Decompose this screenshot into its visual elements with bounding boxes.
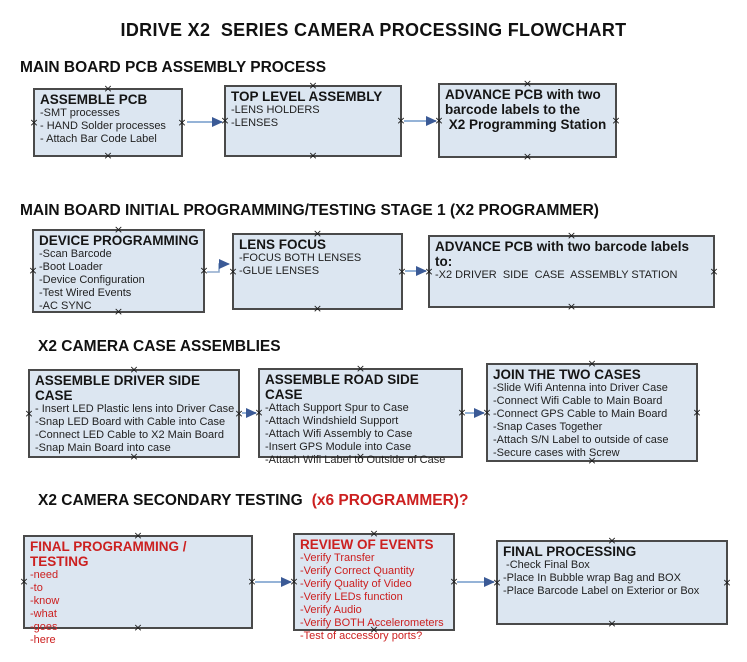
box-title: ASSEMBLE ROAD SIDE CASE xyxy=(265,372,423,402)
box-title: ASSEMBLE PCB xyxy=(40,92,148,107)
box-item: -know xyxy=(30,595,60,607)
box-item: -Check Final Box xyxy=(503,559,590,571)
box-item: -Verify Audio xyxy=(300,604,362,616)
box-item: -Slide Wifi Antenna into Driver Case xyxy=(493,382,668,394)
box-item: -Attach Wifi Label to Outside of Case xyxy=(265,454,446,466)
box-item: -GLUE LENSES xyxy=(239,265,320,277)
flow-box-advance-pcb-driver-side-station[interactable]: ADVANCE PCB with two barcode labels to: … xyxy=(428,235,715,308)
flow-box-assemble-pcb[interactable]: ASSEMBLE PCB -SMT processes - HAND Solde… xyxy=(33,88,183,157)
box-item: -Test of accessory ports? xyxy=(300,630,423,642)
box-item: -Verify Correct Quantity xyxy=(300,565,415,577)
box-item: -Verify BOTH Accelerometers xyxy=(300,617,444,629)
box-item: - Attach Bar Code Label xyxy=(40,133,157,145)
box-item: -SMT processes xyxy=(40,107,120,119)
box-item: -to xyxy=(30,582,43,594)
flow-box-review-of-events[interactable]: REVIEW OF EVENTS -Verify Transfer -Verif… xyxy=(293,533,455,642)
box-title: LENS FOCUS xyxy=(239,237,327,252)
box-item: -Snap Main Board into case xyxy=(35,442,171,454)
box-item: -Device Configuration xyxy=(39,274,145,286)
box-item: -Boot Loader xyxy=(39,261,103,273)
section-heading-initial-programming: MAIN BOARD INITIAL PROGRAMMING/TESTING S… xyxy=(20,202,599,219)
box-title: FINAL PROCESSING xyxy=(503,544,637,559)
box-item: -Verify Quality of Video xyxy=(300,578,412,590)
flow-box-assemble-road-side-case[interactable]: ASSEMBLE ROAD SIDE CASE -Attach Support … xyxy=(258,368,463,466)
box-item: -here xyxy=(30,634,56,646)
flow-box-advance-pcb-programming-station[interactable]: ADVANCE PCB with two barcode labels to t… xyxy=(438,83,617,158)
box-item: -Connect LED Cable to X2 Main Board xyxy=(35,429,224,441)
box-item: -Connect GPS Cable to Main Board xyxy=(493,408,668,420)
box-item: -what xyxy=(30,608,57,620)
box-item: -FOCUS BOTH LENSES xyxy=(239,252,362,264)
flow-box-final-programming-testing[interactable]: FINAL PROGRAMMING / TESTING -need -to -k… xyxy=(23,535,253,646)
section-heading-secondary-testing: X2 CAMERA SECONDARY TESTING (x6 PROGRAMME… xyxy=(38,492,468,510)
flow-box-join-the-two-cases[interactable]: JOIN THE TWO CASES -Slide Wifi Antenna i… xyxy=(486,363,698,462)
section-heading-pcb-assembly: MAIN BOARD PCB ASSEMBLY PROCESS xyxy=(20,59,327,76)
section-heading-case-assemblies: X2 CAMERA CASE ASSEMBLIES xyxy=(38,338,281,355)
flow-box-lens-focus[interactable]: LENS FOCUS -FOCUS BOTH LENSES -GLUE LENS… xyxy=(232,233,403,310)
connector-elbow-device-to-lensfocus xyxy=(207,259,230,273)
box-item: -LENSES xyxy=(231,117,279,129)
flow-box-assemble-driver-side-case[interactable]: ASSEMBLE DRIVER SIDE CASE - Insert LED P… xyxy=(28,369,240,458)
box-item: -Scan Barcode xyxy=(39,248,112,260)
box-item: -Snap LED Board with Cable into Case xyxy=(35,416,226,428)
box-item: -X2 DRIVER SIDE CASE ASSEMBLY STATION xyxy=(435,269,678,281)
box-item: -Attach S/N Label to outside of case xyxy=(493,434,669,446)
box-item: -Attach Windshield Support xyxy=(265,415,399,427)
flow-box-final-processing[interactable]: FINAL PROCESSING -Check Final Box -Place… xyxy=(496,540,728,625)
flowchart-title: IDRIVE X2 SERIES CAMERA PROCESSING FLOWC… xyxy=(120,20,627,40)
box-item: -Connect Wifi Cable to Main Board xyxy=(493,395,663,407)
box-item: -Place Barcode Label on Exterior or Box xyxy=(503,585,700,597)
section-heading-black-part: X2 CAMERA SECONDARY TESTING xyxy=(38,492,303,509)
box-title: TOP LEVEL ASSEMBLY xyxy=(231,89,383,104)
box-item: -Verify LEDs function xyxy=(300,591,403,603)
box-item: -need xyxy=(30,569,59,581)
box-title: ADVANCE PCB with two barcode labels to: xyxy=(435,239,693,269)
box-item: -Insert GPS Module into Case xyxy=(265,441,412,453)
box-title: REVIEW OF EVENTS xyxy=(300,537,434,552)
section-heading-red-part: (x6 PROGRAMMER)? xyxy=(311,492,469,509)
box-title: ASSEMBLE DRIVER SIDE CASE xyxy=(35,373,204,403)
box-title: ADVANCE PCB with two barcode labels to t… xyxy=(445,87,607,132)
box-item: -Snap Cases Together xyxy=(493,421,603,433)
flow-box-device-programming[interactable]: DEVICE PROGRAMMING -Scan Barcode -Boot L… xyxy=(32,229,205,313)
box-title: JOIN THE TWO CASES xyxy=(493,367,641,382)
box-item: - HAND Solder processes xyxy=(40,120,166,132)
box-item: -Secure cases with Screw xyxy=(493,447,620,459)
flow-box-top-level-assembly[interactable]: TOP LEVEL ASSEMBLY -LENS HOLDERS -LENSES xyxy=(224,85,402,157)
box-title: FINAL PROGRAMMING / TESTING xyxy=(30,539,191,569)
box-item: -goes xyxy=(30,621,58,633)
box-item: -Place In Bubble wrap Bag and BOX xyxy=(503,572,681,584)
box-item: -AC SYNC xyxy=(39,300,92,312)
box-title: DEVICE PROGRAMMING xyxy=(39,233,199,248)
box-item: -Attach Support Spur to Case xyxy=(265,402,409,414)
box-item: -Test Wired Events xyxy=(39,287,132,299)
box-item: - Insert LED Plastic lens into Driver Ca… xyxy=(35,403,235,415)
box-item: -Verify Transfer xyxy=(300,552,375,564)
box-item: -LENS HOLDERS xyxy=(231,104,320,116)
box-item: -Attach Wifi Assembly to Case xyxy=(265,428,413,440)
